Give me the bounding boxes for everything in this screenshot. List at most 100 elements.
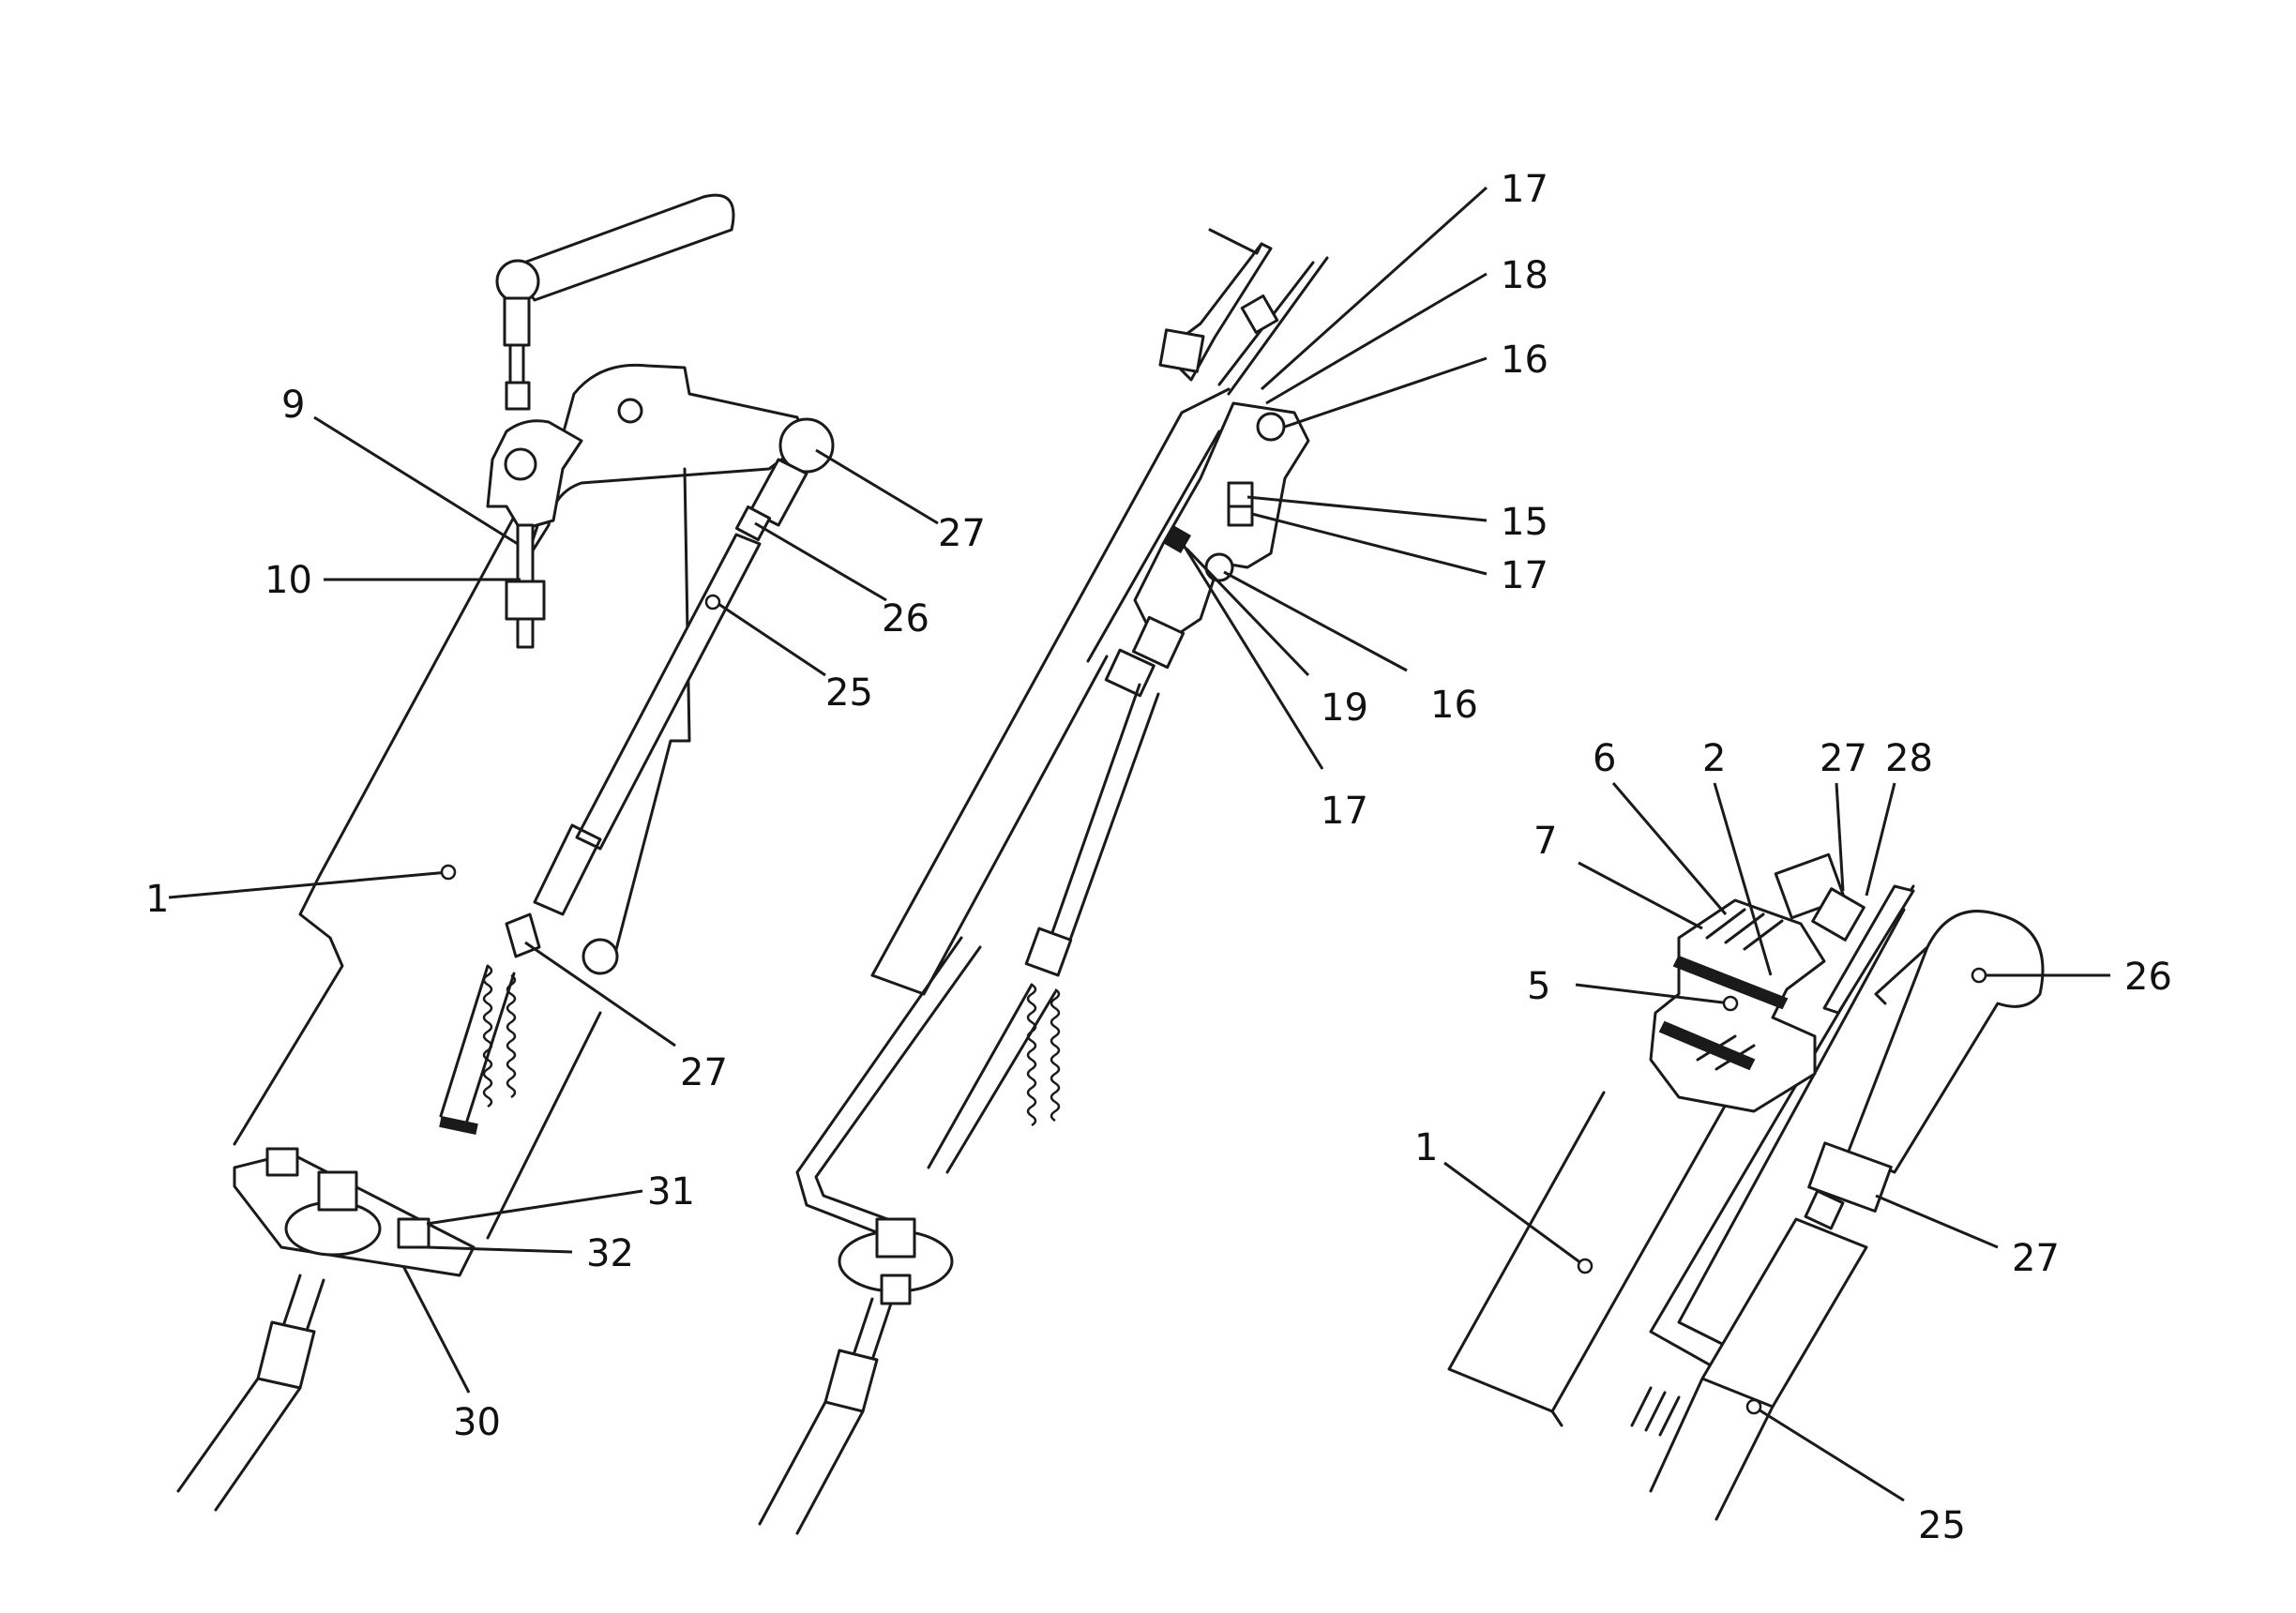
callout-27-left-lower: 27	[680, 1051, 728, 1094]
bracket-hole	[617, 398, 643, 424]
callout-9: 9	[281, 384, 305, 427]
mid-mount-nut-low	[880, 1274, 912, 1305]
leader-25	[712, 598, 826, 677]
handle-ball	[495, 259, 540, 304]
plate-bolt-left	[265, 1147, 299, 1177]
leader-17-b	[1251, 512, 1488, 576]
callout-16-lower: 16	[1430, 684, 1478, 727]
mid-clevis	[1133, 401, 1310, 649]
callout-32: 32	[586, 1232, 634, 1275]
right-rod-thread	[1804, 1189, 1845, 1230]
callout-2: 2	[1702, 737, 1726, 780]
mid-nut-17	[1227, 505, 1254, 527]
callout-7: 7	[1533, 820, 1557, 863]
callout-27-right-top: 27	[1820, 737, 1867, 780]
threaded-rod	[516, 523, 535, 583]
callout-17-top: 17	[1501, 168, 1548, 211]
clamp-hatch	[1696, 908, 1784, 1071]
middle-view	[758, 186, 1488, 1535]
mid-bellows-cone	[927, 983, 1057, 1174]
callout-27-right-lower: 27	[2012, 1237, 2060, 1280]
ball-joint-top-body	[748, 458, 808, 527]
right-view	[1443, 782, 2110, 1521]
leader-1	[168, 870, 449, 899]
clamp-block-dark-lower	[1658, 1020, 1756, 1071]
leader-28	[1865, 782, 1896, 897]
leader-25-r	[1753, 1405, 1905, 1502]
mid-lower-block	[1104, 648, 1156, 698]
leader-19	[1185, 547, 1310, 677]
left-view	[168, 193, 939, 1512]
ball-joint-top	[778, 417, 835, 474]
right-column	[1447, 1086, 1737, 1413]
lock-nut	[505, 580, 546, 621]
mid-pin-lower	[1204, 552, 1234, 582]
leader-18	[1265, 272, 1488, 405]
callout-30: 30	[453, 1401, 501, 1444]
callout-28: 28	[1885, 737, 1933, 780]
leader-26	[754, 521, 887, 602]
plate-28	[1822, 884, 1915, 1015]
mid-lock-nut	[1131, 615, 1186, 670]
right-column-inner	[1550, 1409, 1563, 1427]
callout-31: 31	[647, 1170, 695, 1214]
mid-cable-housing	[823, 1349, 879, 1413]
cable-housing	[256, 1320, 316, 1390]
bellows-cone	[439, 964, 516, 1123]
bracket-nut	[582, 938, 619, 975]
leader-2	[1713, 782, 1773, 976]
dot-5	[1722, 995, 1739, 1012]
mid-rod-nut	[1024, 927, 1073, 977]
leader-27-r2	[1875, 1194, 1999, 1249]
dot-1-r	[1577, 1258, 1594, 1274]
leader-9	[313, 415, 519, 546]
leader-15	[1246, 495, 1488, 522]
callout-17-lower: 17	[1321, 790, 1368, 833]
rod-end	[516, 617, 535, 649]
right-cable	[1630, 1386, 1681, 1437]
callout-19: 19	[1321, 686, 1368, 730]
cable-lower	[176, 1377, 302, 1512]
callout-17-mid: 17	[1501, 554, 1548, 597]
callout-1-left: 1	[145, 878, 169, 921]
leader-27-top	[815, 448, 939, 525]
clamp-block-dark-upper	[1672, 955, 1789, 1010]
leader-27-lower	[524, 941, 676, 1048]
handle-stem	[503, 296, 531, 347]
mid-column-inner	[1086, 430, 1221, 663]
leader-1-r	[1443, 1161, 1586, 1268]
clamp-bolt-head	[1811, 887, 1866, 942]
callout-27-left-top: 27	[938, 512, 986, 555]
callout-25-right: 25	[1918, 1504, 1966, 1547]
dot-26	[1971, 967, 1987, 984]
leader-5	[1575, 983, 1731, 1005]
plate-bolt-right	[397, 1217, 430, 1249]
part-26-outline	[1874, 945, 1929, 1005]
callout-6: 6	[1593, 737, 1616, 780]
mid-push-rod	[1049, 683, 1160, 944]
rod-thread-lower	[533, 823, 602, 916]
callout-1-right: 1	[1414, 1126, 1438, 1169]
mid-column-right	[870, 655, 1109, 996]
mid-cable-lower	[758, 1400, 865, 1535]
cable-sheath	[279, 1274, 325, 1338]
column-body	[233, 439, 557, 1146]
callout-10: 10	[264, 559, 312, 602]
callout-5: 5	[1527, 965, 1550, 1008]
bellows-clamp	[439, 1115, 478, 1136]
dot-1	[440, 864, 457, 881]
lever-pivot	[504, 447, 537, 481]
handle-grip	[509, 193, 735, 302]
right-nut-27	[1807, 1141, 1893, 1213]
callout-26-left: 26	[882, 597, 929, 641]
callout-18: 18	[1501, 254, 1548, 297]
mid-bracket-rod	[795, 936, 982, 1240]
callout-labels: 9 10 27 26 25 1 27 31 32 30 17 18 16 15 …	[145, 168, 2172, 1547]
callout-26-right: 26	[2124, 956, 2172, 999]
dot-25	[704, 594, 721, 611]
cable-nut	[317, 1170, 358, 1212]
leader-31	[426, 1189, 643, 1226]
column-right-edge	[486, 1011, 602, 1240]
mid-mount-nut	[875, 1217, 916, 1259]
dot-25-r	[1745, 1398, 1762, 1415]
